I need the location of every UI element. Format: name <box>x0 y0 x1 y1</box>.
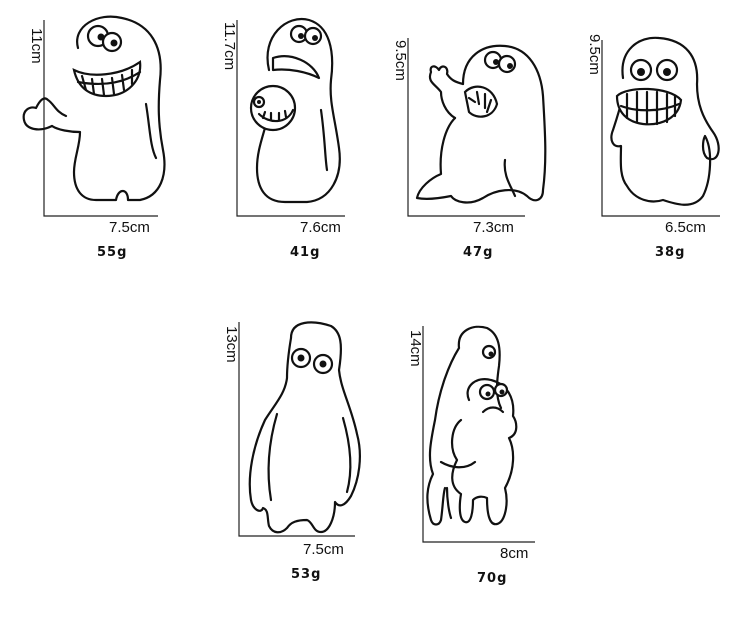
figure-2-panel: 11.7cm 7.6cm 41g <box>195 0 365 270</box>
figure-4-panel: 9.5cm 6.5cm 38g <box>565 0 745 270</box>
fish-monster-icon <box>249 17 341 204</box>
figure-1-weight: 55g <box>97 245 128 260</box>
figure-6-panel: 14cm 8cm 70g <box>385 300 565 590</box>
figure-5-axes <box>238 322 355 537</box>
figure-2-weight: 41g <box>290 245 321 260</box>
figure-5-panel: 13cm 7.5cm 53g <box>195 300 385 590</box>
figure-6-width: 8cm <box>500 545 529 562</box>
figure-1-height: 11cm <box>28 28 45 64</box>
standing-monster-icon <box>248 321 361 534</box>
figure-6-axes <box>422 326 535 543</box>
figure-5-weight: 53g <box>291 567 322 582</box>
figure-1-width: 7.5cm <box>109 219 150 236</box>
figure-6-weight: 70g <box>477 571 508 586</box>
figure-4-axes <box>601 40 720 217</box>
grinning-monster-icon <box>610 36 720 206</box>
figure-4-height: 9.5cm <box>586 34 603 75</box>
figure-4-width: 6.5cm <box>665 219 706 236</box>
figure-1-axes <box>43 20 158 217</box>
figure-2-axes <box>236 20 345 217</box>
hugging-monsters-icon <box>426 325 518 526</box>
figure-3-width: 7.3cm <box>473 219 514 236</box>
figure-6-height: 14cm <box>407 330 424 367</box>
figure-3-panel: 9.5cm 7.3cm 47g <box>365 0 565 270</box>
thumbs-up-monster-icon <box>22 15 166 202</box>
figure-3-axes <box>407 38 525 217</box>
waving-monster-icon <box>415 44 547 204</box>
figure-2-height: 11.7cm <box>221 22 238 71</box>
figure-3-height: 9.5cm <box>392 40 409 81</box>
figure-4-weight: 38g <box>655 245 686 260</box>
figure-5-height: 13cm <box>223 326 240 363</box>
figure-1-panel: 11cm 7.5cm 55g <box>0 0 185 270</box>
figure-2-width: 7.6cm <box>300 219 341 236</box>
figure-3-weight: 47g <box>463 245 494 260</box>
figure-5-width: 7.5cm <box>303 541 344 558</box>
